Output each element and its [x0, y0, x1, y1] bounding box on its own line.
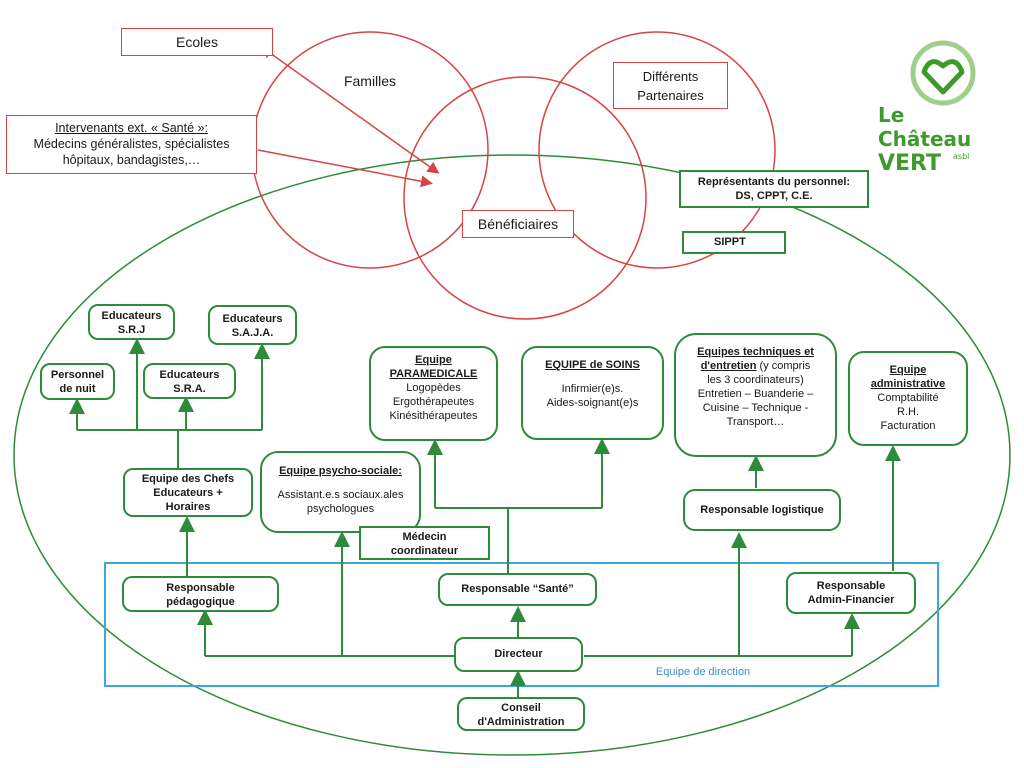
techniques-line-4: Transport… [726, 416, 785, 428]
intervenants-line-1: Médecins généralistes, spécialistes [33, 137, 230, 151]
educateurs-sra-line-1: Educateurs [159, 369, 220, 381]
educateurs-srj-line-1: Educateurs [101, 310, 162, 322]
intervenants-line-2: hôpitaux, bandagistes,… [62, 153, 201, 167]
administrative-title-2: administrative [870, 378, 946, 390]
conseil-line-2: d'Administration [477, 716, 565, 728]
techniques-line-2: Entretien – Buanderie – [697, 388, 814, 400]
psycho-sociale-box: Equipe psycho-sociale: Assistant.e.s soc… [260, 451, 421, 533]
techniques-box: Equipes techniques et d'entretien (y com… [674, 333, 837, 457]
paramedicale-line-2: Ergothérapeutes [392, 396, 475, 408]
sippt-box: SIPPT [682, 231, 786, 254]
educateurs-saja-box: Educateurs S.A.J.A. [208, 305, 297, 345]
responsable-admin-financier-box: Responsable Admin-Financier [786, 572, 916, 614]
medecin-line-1: Médecin [402, 531, 447, 543]
logo-suffix: asbl [953, 152, 970, 161]
equipe-direction-frame [104, 562, 939, 687]
soins-line-1: Infirmier(e)s. [561, 383, 624, 395]
paramedicale-line-1: Logopèdes [406, 382, 461, 394]
logo-heart-icon [910, 40, 976, 106]
partenaires-circle [538, 31, 776, 269]
personnel-nuit-box: Personnel de nuit [40, 363, 115, 400]
techniques-title-1: Equipes techniques et [697, 346, 814, 358]
equipe-direction-label: Equipe de direction [655, 666, 751, 678]
techniques-title-2: d'entretien [700, 360, 757, 372]
ecoles-box: Ecoles [121, 28, 273, 56]
techniques-line-3: Cuisine – Technique - [702, 402, 809, 414]
beneficiaires-box: Bénéficiaires [462, 210, 574, 238]
techniques-title-2b: (y compris [756, 360, 811, 372]
medecin-line-2: coordinateur [390, 545, 459, 557]
conseil-administration-box: Conseil d'Administration [457, 697, 585, 731]
representants-line-2: DS, CPPT, C.E. [735, 190, 813, 202]
techniques-line-1: les 3 coordinateurs) [707, 374, 804, 386]
familles-label: Familles [343, 73, 397, 89]
representants-box: Représentants du personnel: DS, CPPT, C.… [679, 170, 869, 208]
paramedicale-title-2: PARAMEDICALE [389, 368, 478, 380]
paramedicale-line-3: Kinésithérapeutes [389, 410, 478, 422]
psycho-sociale-title: Equipe psycho-sociale: [279, 465, 402, 477]
logo-line-1: Le [878, 103, 905, 127]
partenaires-label-1: Différents [642, 69, 699, 84]
conseil-line-1: Conseil [501, 702, 541, 714]
responsable-pedagogique-line-2: pédagogique [166, 596, 235, 608]
responsable-logistique-label: Responsable logistique [700, 504, 824, 516]
intervenants-title: Intervenants ext. « Santé »: [55, 121, 208, 135]
responsable-logistique-box: Responsable logistique [683, 489, 841, 531]
paramedicale-box: Equipe PARAMEDICALE Logopèdes Ergothérap… [369, 346, 498, 441]
educateurs-srj-box: Educateurs S.R.J [88, 304, 175, 340]
personnel-nuit-line-2: de nuit [59, 383, 96, 395]
organization-ellipse [13, 154, 1011, 756]
partenaires-box: Différents Partenaires [613, 62, 728, 109]
educateurs-saja-line-1: Educateurs [222, 313, 283, 325]
personnel-nuit-line-1: Personnel [50, 369, 105, 381]
psycho-sociale-line-1: Assistant.e.s sociaux.ales [277, 489, 404, 501]
responsable-admin-line-1: Responsable [816, 580, 886, 592]
administrative-line-2: R.H. [897, 406, 919, 418]
responsable-pedagogique-line-1: Responsable [166, 582, 235, 594]
psycho-sociale-line-2: psychologues [306, 503, 375, 515]
chefs-educateurs-line-2: Educateurs + [153, 487, 223, 499]
directeur-label: Directeur [494, 648, 543, 660]
responsable-admin-line-2: Admin-Financier [807, 594, 895, 606]
beneficiaires-circle [403, 76, 647, 320]
intervenants-box: Intervenants ext. « Santé »: Médecins gé… [6, 115, 257, 174]
chefs-educateurs-box: Equipe des Chefs Educateurs + Horaires [123, 468, 253, 517]
responsable-sante-label: Responsable “Santé” [461, 583, 574, 595]
educateurs-sra-line-2: S.R.A. [173, 383, 206, 395]
responsable-sante-box: Responsable “Santé” [438, 573, 597, 606]
familles-circle [251, 31, 489, 269]
administrative-line-3: Facturation [880, 420, 936, 432]
directeur-box: Directeur [454, 637, 583, 672]
educateurs-sra-box: Educateurs S.R.A. [143, 363, 236, 399]
soins-line-2: Aides-soignant(e)s [546, 397, 639, 409]
soins-title: EQUIPE de SOINS [545, 359, 640, 371]
chefs-educateurs-line-3: Horaires [165, 501, 211, 513]
representants-line-1: Représentants du personnel: [697, 176, 851, 188]
educateurs-saja-line-2: S.A.J.A. [231, 327, 274, 339]
logo-line-2: Château [878, 127, 972, 151]
medecin-coordinateur-box: Médecin coordinateur [359, 526, 490, 560]
educateurs-srj-line-2: S.R.J [117, 324, 146, 336]
administrative-box: Equipe administrative Comptabilité R.H. … [848, 351, 968, 446]
ecoles-label: Ecoles [175, 34, 219, 50]
sippt-label: SIPPT [714, 236, 746, 248]
logo-line-3: VERT [878, 151, 942, 176]
partenaires-label-2: Partenaires [637, 88, 704, 103]
administrative-title-1: Equipe [889, 364, 927, 376]
administrative-line-1: Comptabilité [877, 392, 939, 404]
responsable-pedagogique-box: Responsable pédagogique [122, 576, 279, 612]
beneficiaires-label: Bénéficiaires [477, 216, 559, 232]
paramedicale-title-1: Equipe [415, 354, 452, 366]
soins-box: EQUIPE de SOINS Infirmier(e)s. Aides-soi… [521, 346, 664, 440]
chefs-educateurs-line-1: Equipe des Chefs [141, 473, 235, 485]
